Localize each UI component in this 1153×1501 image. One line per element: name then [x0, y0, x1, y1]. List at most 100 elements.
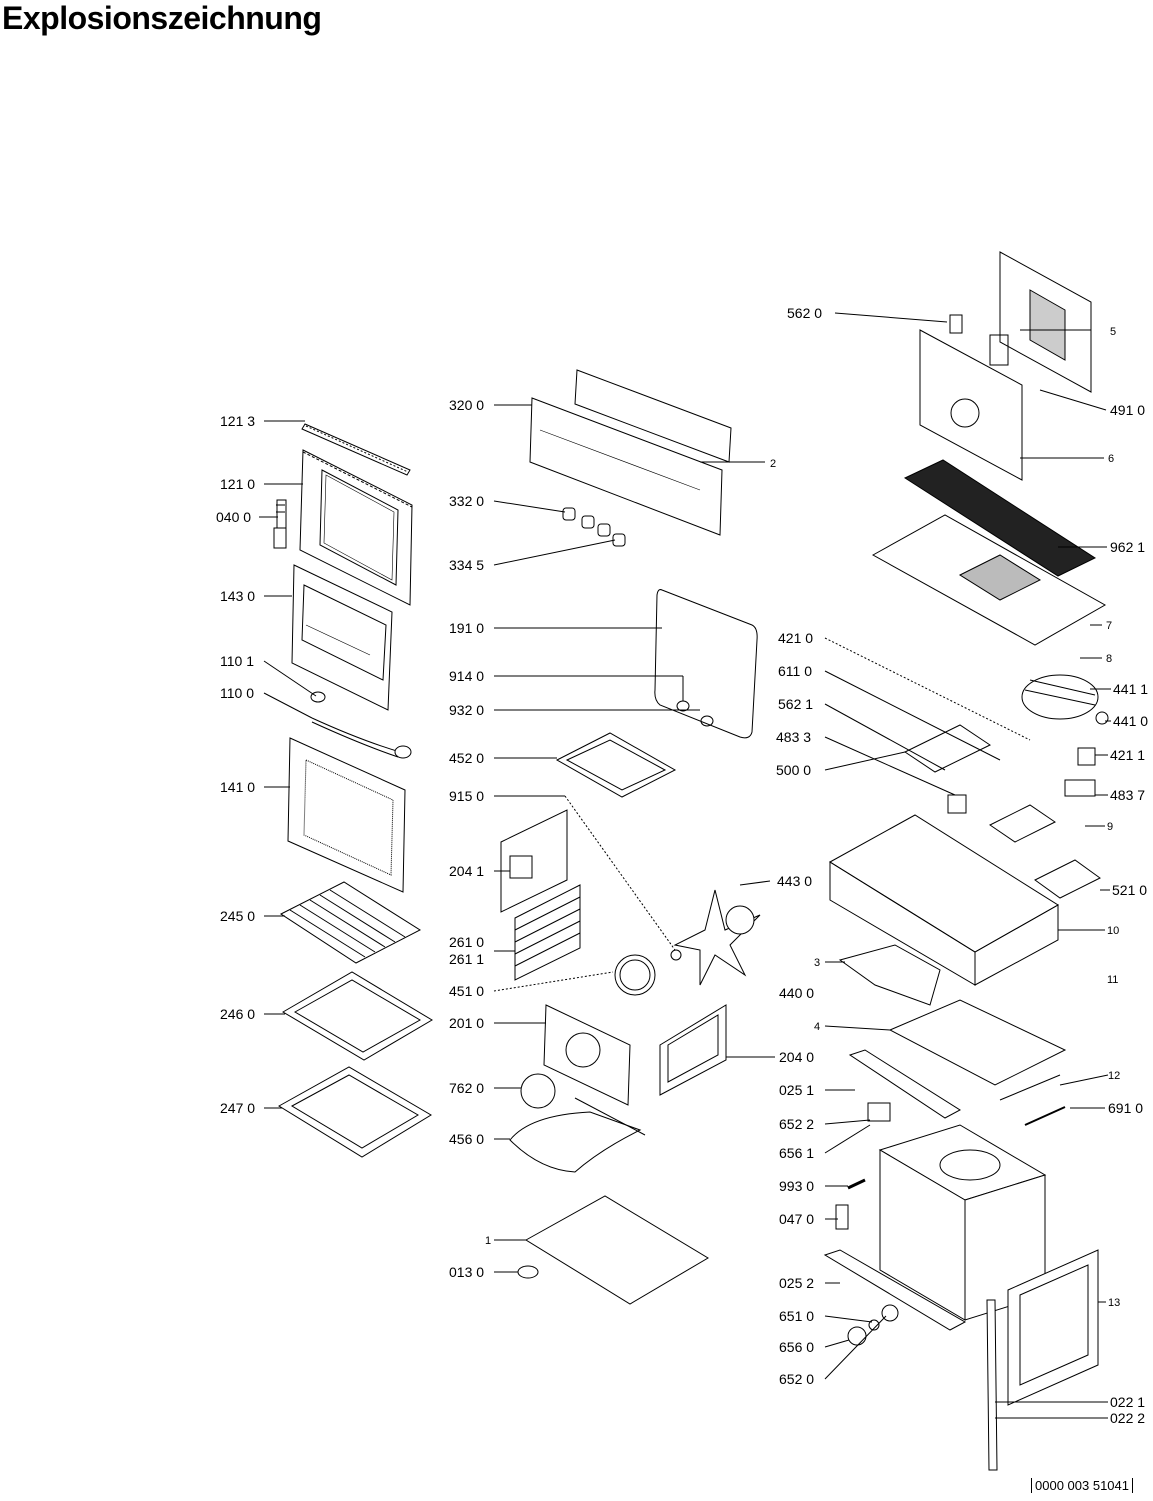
circular-heating-element — [614, 949, 682, 996]
wire-shelf — [280, 881, 422, 964]
part-label: 320 0 — [449, 397, 484, 413]
rear-wall-fan-housing — [543, 1004, 631, 1106]
deflector-plate — [838, 944, 941, 1006]
page-title: Explosionszeichnung — [2, 0, 322, 36]
outer-door-glass — [287, 737, 406, 893]
part-label: 915 0 — [449, 788, 484, 804]
part-label: 245 0 — [220, 908, 255, 924]
oven-base-plate — [517, 1195, 709, 1305]
part-label: 652 2 — [779, 1116, 814, 1132]
part-label: 452 0 — [449, 750, 484, 766]
part-label: 483 7 — [1110, 787, 1145, 803]
part-label: 025 1 — [779, 1082, 814, 1098]
control-housing — [829, 814, 1059, 986]
part-label: 9 — [1107, 821, 1113, 833]
fan-wheel — [673, 889, 761, 986]
part-label: 456 0 — [449, 1131, 484, 1147]
top-cover — [871, 514, 1107, 646]
part-label: 562 1 — [778, 696, 813, 712]
part-label: 1 — [485, 1235, 491, 1247]
part-labels: 121 3 121 0 040 0 143 0 110 1 110 0 141 … — [216, 305, 1148, 1426]
part-label: 8 — [1106, 653, 1112, 665]
part-label: 110 0 — [220, 685, 254, 701]
part-label: 440 0 — [779, 985, 814, 1001]
part-label: 441 0 — [1113, 713, 1148, 729]
part-label: 441 1 — [1113, 681, 1148, 697]
bottom-strip — [823, 1249, 967, 1331]
part-label: 5 — [1110, 326, 1116, 338]
part-label: 141 0 — [220, 779, 255, 795]
part-label: 022 1 — [1110, 1394, 1145, 1410]
control-panel-front — [529, 369, 732, 536]
cooling-fan — [1021, 674, 1109, 725]
part-label: 421 1 — [1110, 747, 1145, 763]
part-label: 110 1 — [220, 653, 254, 669]
part-label: 932 0 — [449, 702, 484, 718]
side-panel-frame — [659, 1004, 727, 1096]
part-label: 762 0 — [449, 1080, 484, 1096]
part-label: 143 0 — [220, 588, 255, 604]
cavity-side-panel — [1007, 1249, 1099, 1406]
part-label: 040 0 — [216, 509, 251, 525]
part-label: 2 — [770, 458, 776, 470]
part-label: 491 0 — [1110, 402, 1145, 418]
insulation-mat — [903, 459, 1097, 577]
part-label: 451 0 — [449, 983, 484, 999]
part-label: 246 0 — [220, 1006, 255, 1022]
door-hinge — [273, 499, 287, 549]
part-label: 247 0 — [220, 1100, 255, 1116]
part-label: 521 0 — [1112, 882, 1147, 898]
part-label: 204 1 — [449, 863, 484, 879]
fan-cover — [520, 1073, 556, 1109]
part-label: 7 — [1106, 620, 1112, 632]
part-label: 611 0 — [778, 663, 812, 679]
grill-element — [555, 700, 714, 798]
deep-tray — [278, 1066, 432, 1158]
bottom-heating-element — [509, 1097, 646, 1173]
back-panel-labels — [999, 251, 1092, 393]
part-label: 483 3 — [776, 729, 811, 745]
part-label: 204 0 — [779, 1049, 814, 1065]
shelf-supports — [514, 884, 581, 981]
back-panel — [919, 314, 1023, 481]
part-label: 421 0 — [778, 630, 813, 646]
part-label: 914 0 — [449, 668, 484, 684]
part-label: 12 — [1108, 1070, 1120, 1082]
part-label: 332 0 — [449, 493, 484, 509]
part-label: 121 0 — [220, 476, 255, 492]
part-label: 500 0 — [776, 762, 811, 778]
part-label: 691 0 — [1108, 1100, 1143, 1116]
part-label: 562 0 — [787, 305, 822, 321]
leader-lines — [259, 312, 1111, 1419]
rear-cover-plate — [500, 809, 568, 913]
heat-shield-plate — [848, 999, 1067, 1119]
part-label: 121 3 — [220, 413, 255, 429]
part-label: 656 1 — [779, 1145, 814, 1161]
part-label: 4 — [814, 1021, 820, 1033]
document-id: 0000 003 51041 — [1031, 1478, 1133, 1493]
door-handle — [310, 691, 412, 759]
part-label: 201 0 — [449, 1015, 484, 1031]
side-rail — [986, 1299, 998, 1471]
part-label: 261 0 — [449, 934, 484, 950]
baking-tray — [282, 971, 433, 1061]
part-label: 651 0 — [779, 1308, 814, 1324]
part-label: 13 — [1108, 1297, 1120, 1309]
part-label: 261 1 — [449, 951, 484, 967]
part-label: 025 2 — [779, 1275, 814, 1291]
small-components — [835, 1102, 1066, 1346]
part-label: 656 0 — [779, 1339, 814, 1355]
oven-door-seal — [654, 589, 758, 739]
part-label: 10 — [1107, 925, 1119, 937]
part-label: 993 0 — [779, 1178, 814, 1194]
part-label: 3 — [814, 957, 820, 969]
part-label: 962 1 — [1110, 539, 1145, 555]
part-label: 191 0 — [449, 620, 484, 636]
door-glass-frame — [291, 564, 393, 711]
part-label: 443 0 — [777, 873, 812, 889]
control-knobs — [562, 507, 626, 547]
part-label: 334 5 — [449, 557, 484, 573]
part-label: 652 0 — [779, 1371, 814, 1387]
part-label: 013 0 — [449, 1264, 484, 1280]
